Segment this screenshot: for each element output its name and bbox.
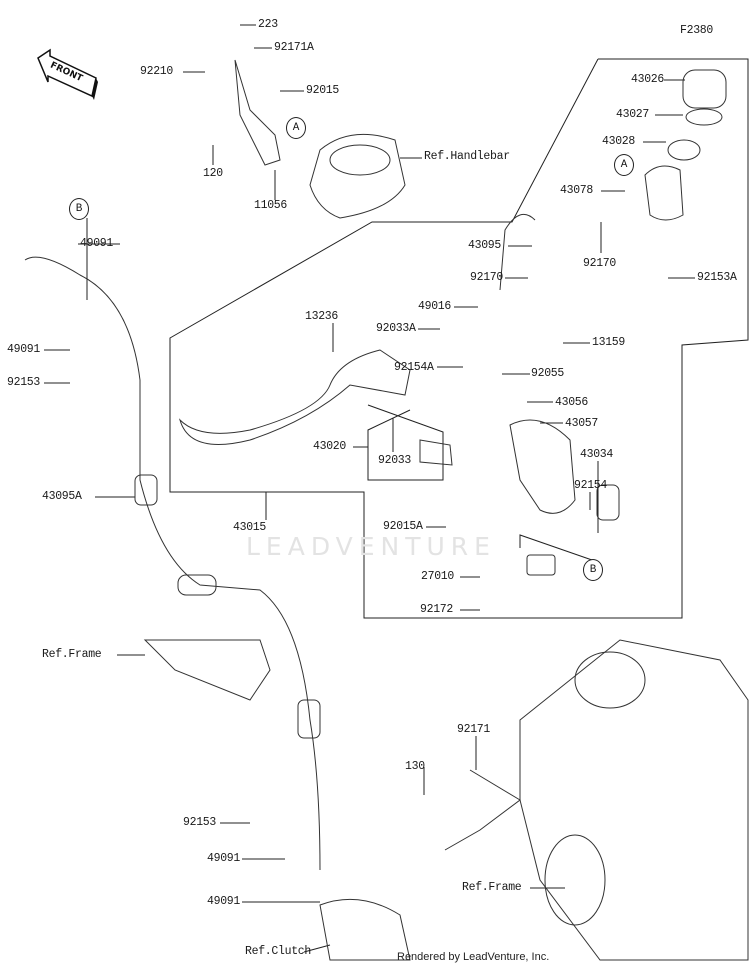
part-label[interactable]: 43020 xyxy=(313,440,347,453)
ref-label[interactable]: Ref.Handlebar xyxy=(424,150,510,163)
part-label[interactable]: 92153 xyxy=(183,816,217,829)
mirror-bracket-shape xyxy=(234,59,281,166)
part-label[interactable]: 92154 xyxy=(574,479,608,492)
part-label[interactable]: 43026 xyxy=(631,73,665,86)
part-label[interactable]: 92033A xyxy=(376,322,416,335)
part-label[interactable]: 92154A xyxy=(394,361,434,374)
callout-a: A xyxy=(286,117,306,139)
frame-shape xyxy=(519,639,749,961)
part-label[interactable]: 92015 xyxy=(306,84,340,97)
part-label[interactable]: 43095A xyxy=(42,490,82,503)
frame-bracket-shape xyxy=(143,639,271,701)
part-label[interactable]: 92153 xyxy=(7,376,41,389)
clutch-hose-shape xyxy=(24,256,321,871)
ref-label[interactable]: Ref.Clutch xyxy=(245,945,312,958)
part-label[interactable]: 92171A xyxy=(274,41,314,54)
ref-label[interactable]: Ref.Frame xyxy=(462,881,522,894)
part-label[interactable]: 92170 xyxy=(583,257,617,270)
part-label[interactable]: 43027 xyxy=(616,108,650,121)
part-label[interactable]: 92153A xyxy=(697,271,737,284)
leader-lines xyxy=(44,24,695,953)
part-label[interactable]: 49091 xyxy=(207,852,241,865)
part-label[interactable]: 49091 xyxy=(207,895,241,908)
part-label[interactable]: 43057 xyxy=(565,417,599,430)
part-label[interactable]: 43078 xyxy=(560,184,594,197)
part-label[interactable]: 223 xyxy=(258,18,278,31)
group-boundary-43020 xyxy=(367,404,444,481)
master-cylinder-body-shape xyxy=(509,419,576,514)
part-label[interactable]: 49091 xyxy=(80,237,114,250)
watermark: LEADVENTURE xyxy=(246,532,496,561)
master-cylinder-clamp-shape xyxy=(309,133,406,219)
part-label[interactable]: 13236 xyxy=(305,310,339,323)
part-label[interactable]: 27010 xyxy=(421,570,455,583)
part-shapes xyxy=(24,59,749,961)
part-label[interactable]: 43028 xyxy=(602,135,636,148)
part-label[interactable]: 92170 xyxy=(470,271,504,284)
callout-b: B xyxy=(69,198,89,220)
part-label[interactable]: 13159 xyxy=(592,336,626,349)
part-label[interactable]: 92033 xyxy=(378,454,412,467)
part-label[interactable]: 120 xyxy=(203,167,223,180)
part-label[interactable]: 43015 xyxy=(233,521,267,534)
clutch-cover-shape xyxy=(319,898,411,961)
callout-a: A xyxy=(614,154,634,176)
reservoir-shape xyxy=(644,165,684,221)
part-label[interactable]: 92172 xyxy=(420,603,454,616)
part-label[interactable]: 43095 xyxy=(468,239,502,252)
diagram-code: F2380 xyxy=(680,24,714,37)
hose-43095-shape xyxy=(499,213,536,291)
part-label[interactable]: 49016 xyxy=(418,300,452,313)
part-label[interactable]: 92015A xyxy=(383,520,423,533)
group-boundary-upper xyxy=(169,58,749,619)
part-label[interactable]: 11056 xyxy=(254,199,288,212)
callout-b: B xyxy=(583,559,603,581)
part-label[interactable]: 92055 xyxy=(531,367,565,380)
ref-label[interactable]: Ref.Frame xyxy=(42,648,102,661)
clutch-lever-shape xyxy=(178,349,411,445)
part-label[interactable]: 130 xyxy=(405,760,425,773)
part-label[interactable]: 92210 xyxy=(140,65,174,78)
bracket-92171-shape xyxy=(444,769,521,851)
part-label[interactable]: 43034 xyxy=(580,448,614,461)
credit-text: Rendered by LeadVenture, Inc. xyxy=(397,951,550,963)
piston-shape xyxy=(419,439,453,466)
part-label[interactable]: 43056 xyxy=(555,396,589,409)
front-arrow-icon: FRONT xyxy=(37,48,98,100)
part-label[interactable]: 49091 xyxy=(7,343,41,356)
part-label[interactable]: 92171 xyxy=(457,723,491,736)
